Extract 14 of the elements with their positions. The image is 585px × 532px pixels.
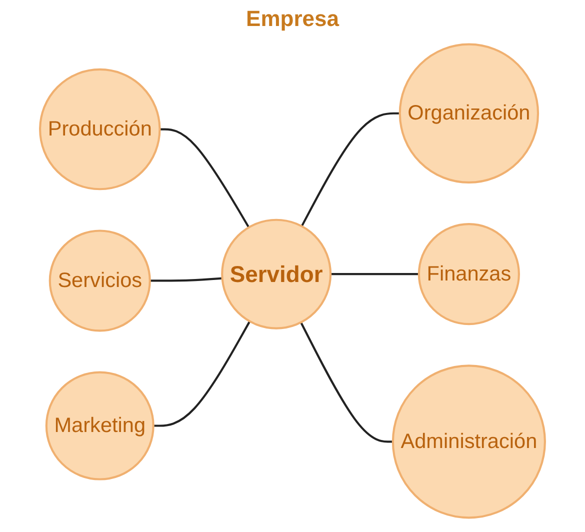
connector xyxy=(150,277,222,282)
connector xyxy=(300,322,393,443)
connector xyxy=(153,320,251,427)
node-circle: Administración xyxy=(392,364,546,519)
node-circle: Marketing xyxy=(45,371,154,480)
node-circle: Servicios xyxy=(48,230,151,332)
node-circle: Servidor xyxy=(221,218,332,330)
diagram-title: Empresa xyxy=(245,6,340,32)
connector xyxy=(300,112,400,227)
connector xyxy=(160,128,250,228)
node-circle: Producción xyxy=(39,68,161,190)
connector xyxy=(330,273,419,276)
node-circle: Organización xyxy=(398,43,540,184)
node-circle: Finanzas xyxy=(418,223,520,326)
